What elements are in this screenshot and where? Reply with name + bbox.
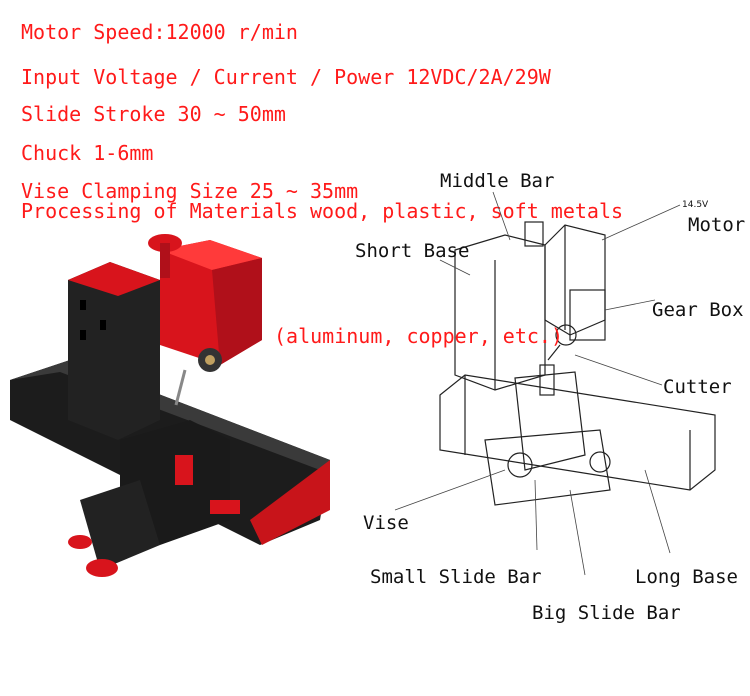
label-big-slide-bar: Big Slide Bar [532,602,681,624]
label-small-slide-bar: Small Slide Bar [370,566,542,588]
label-short-base: Short Base [355,240,470,262]
label-cutter: Cutter [663,376,732,398]
spec-input-power: Input Voltage / Current / Power 12VDC/2A… [21,65,551,89]
spec-motor-speed: Motor Speed:12000 r/min [21,20,298,44]
spec-slide-stroke: Slide Stroke 30 ~ 50mm [21,102,286,126]
label-voltage: 14.5V [682,200,709,210]
spec-vise-clamping: Vise Clamping Size 25 ~ 35mm [21,179,359,203]
spec-materials: Processing of Materials wood, plastic, s… [21,199,624,223]
label-vise: Vise [363,512,409,534]
label-long-base: Long Base [635,566,738,588]
spec-materials-cont: (aluminum, copper, etc.) [274,324,563,348]
label-motor: Motor [688,214,746,236]
label-middle-bar: Middle Bar [440,170,555,192]
label-gear-box: Gear Box [652,299,744,321]
spec-chuck: Chuck 1-6mm [21,141,154,165]
